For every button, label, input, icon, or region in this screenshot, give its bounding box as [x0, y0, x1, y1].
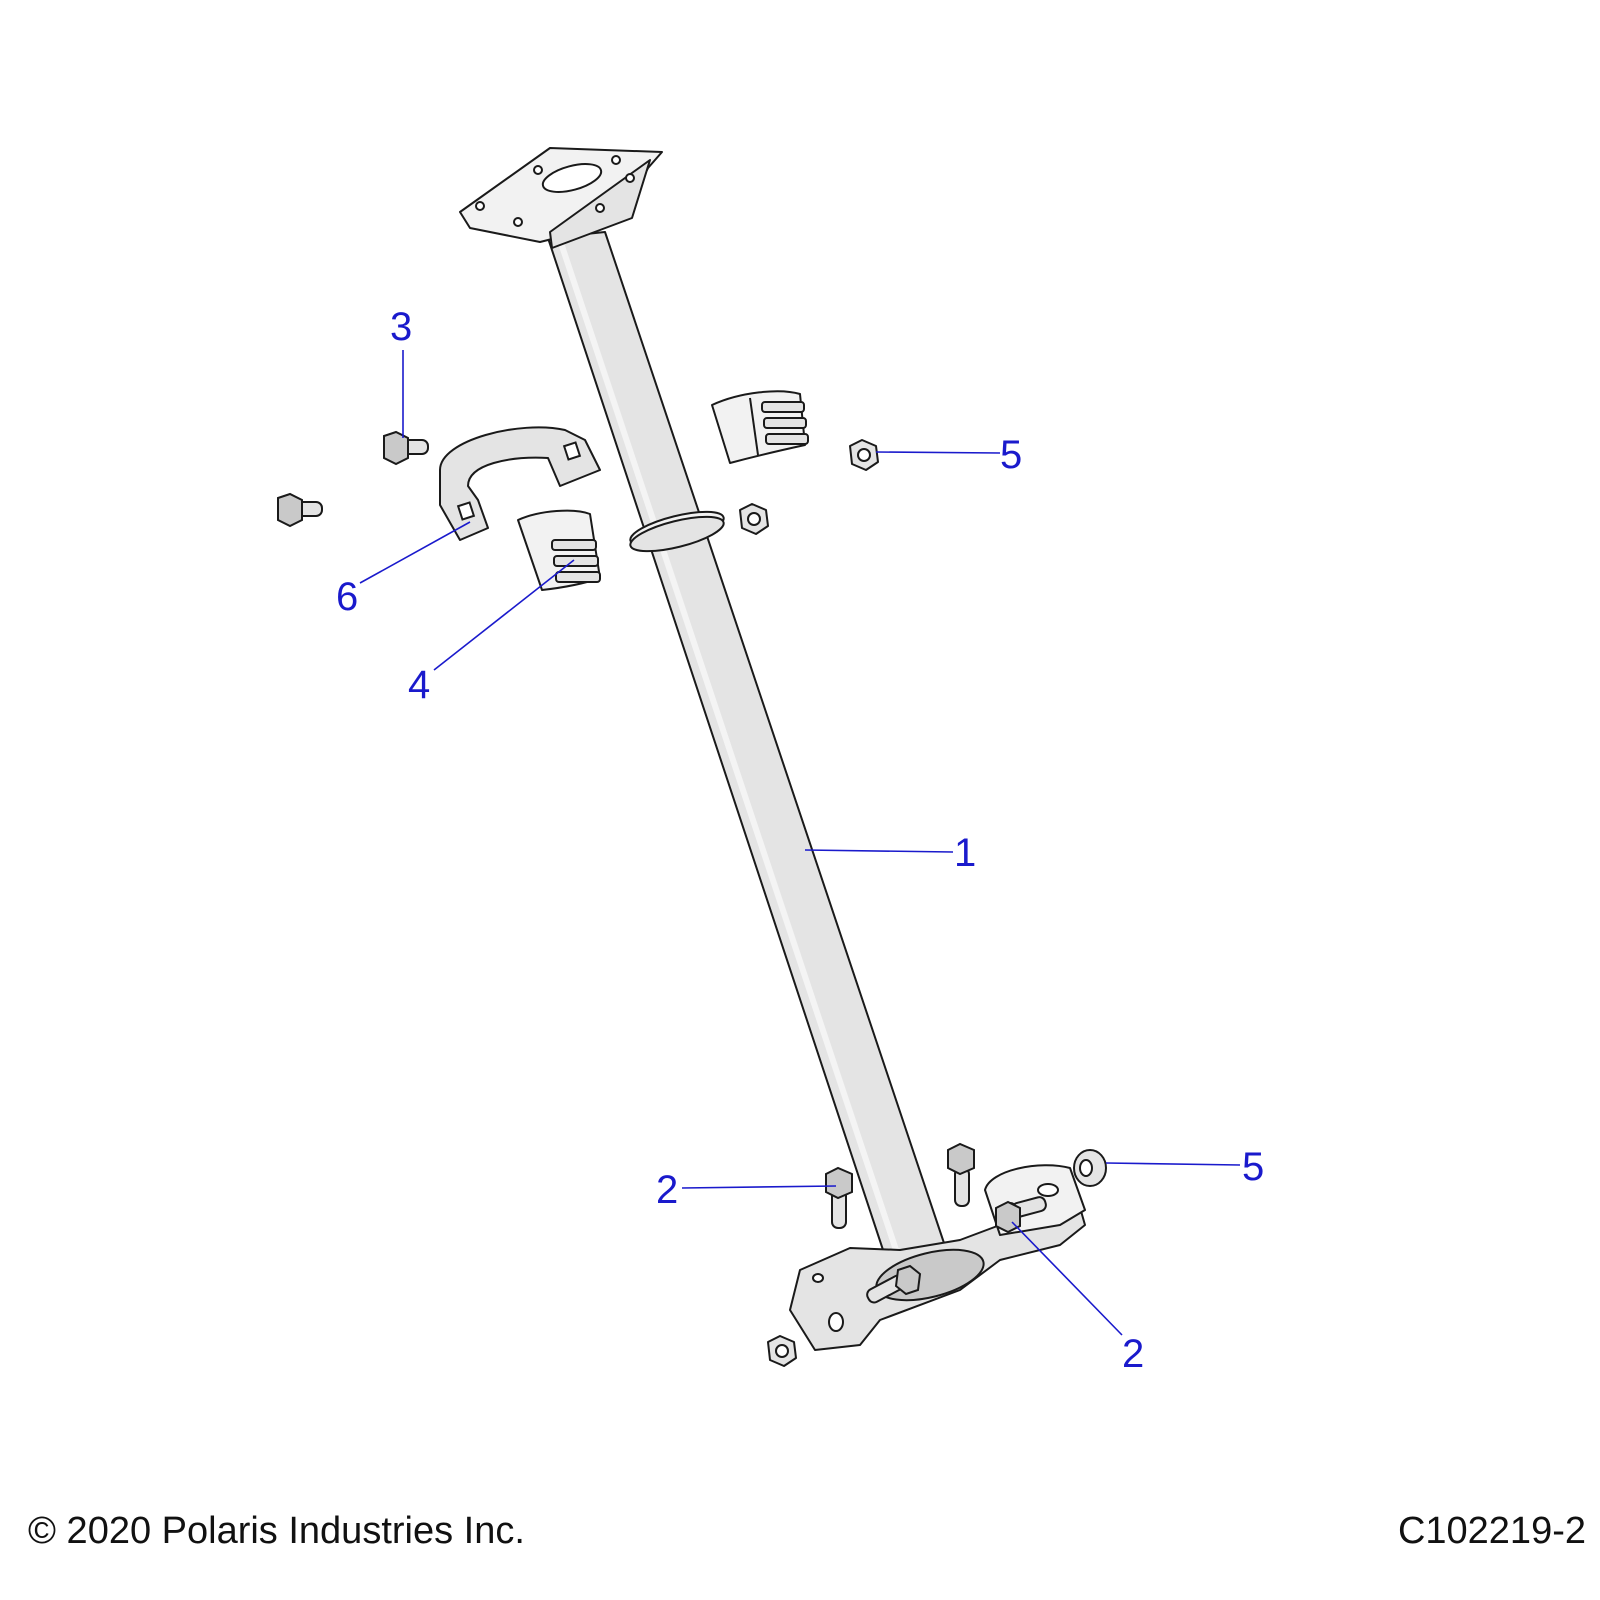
callout-4: 4	[408, 663, 430, 707]
top-mounting-bracket	[459, 147, 663, 249]
steering-column-tube	[547, 231, 949, 1266]
upper-nut-1	[849, 439, 879, 471]
leader-lines	[359, 350, 1241, 1336]
callouts: 1 3 5 6 4 2 2 5	[336, 305, 1264, 1376]
callout-1: 1	[954, 831, 976, 875]
callout-2-right: 2	[1122, 1332, 1144, 1376]
callout-5-top: 5	[1000, 433, 1022, 477]
lower-nut-right	[1073, 1149, 1107, 1187]
callout-3: 3	[390, 305, 412, 349]
leader-5-bottom	[1105, 1162, 1241, 1166]
leader-2-left	[681, 1185, 837, 1189]
leader-5-top	[875, 451, 1001, 454]
lower-bolt-left	[825, 1166, 853, 1229]
upper-bolt-1	[383, 430, 429, 466]
leader-4	[433, 559, 575, 671]
clamp-strap	[439, 426, 601, 541]
leader-6	[359, 521, 471, 584]
callout-6: 6	[336, 575, 358, 619]
leader-1	[804, 849, 954, 853]
bushing-lower	[517, 509, 601, 591]
copyright-notice: © 2020 Polaris Industries Inc.	[28, 1510, 525, 1552]
lower-nut-left	[767, 1335, 797, 1367]
upper-bolt-2	[277, 492, 323, 528]
upper-nut-2	[739, 503, 769, 535]
lower-bolt-middle	[947, 1142, 975, 1207]
drawing-id: C102219-2	[1397, 1510, 1586, 1552]
callout-5-bottom: 5	[1242, 1145, 1264, 1189]
column-collar-ring	[629, 510, 725, 553]
leader-2-right	[1011, 1221, 1123, 1336]
bushing-upper	[711, 390, 809, 464]
callout-2-left: 2	[656, 1168, 678, 1212]
